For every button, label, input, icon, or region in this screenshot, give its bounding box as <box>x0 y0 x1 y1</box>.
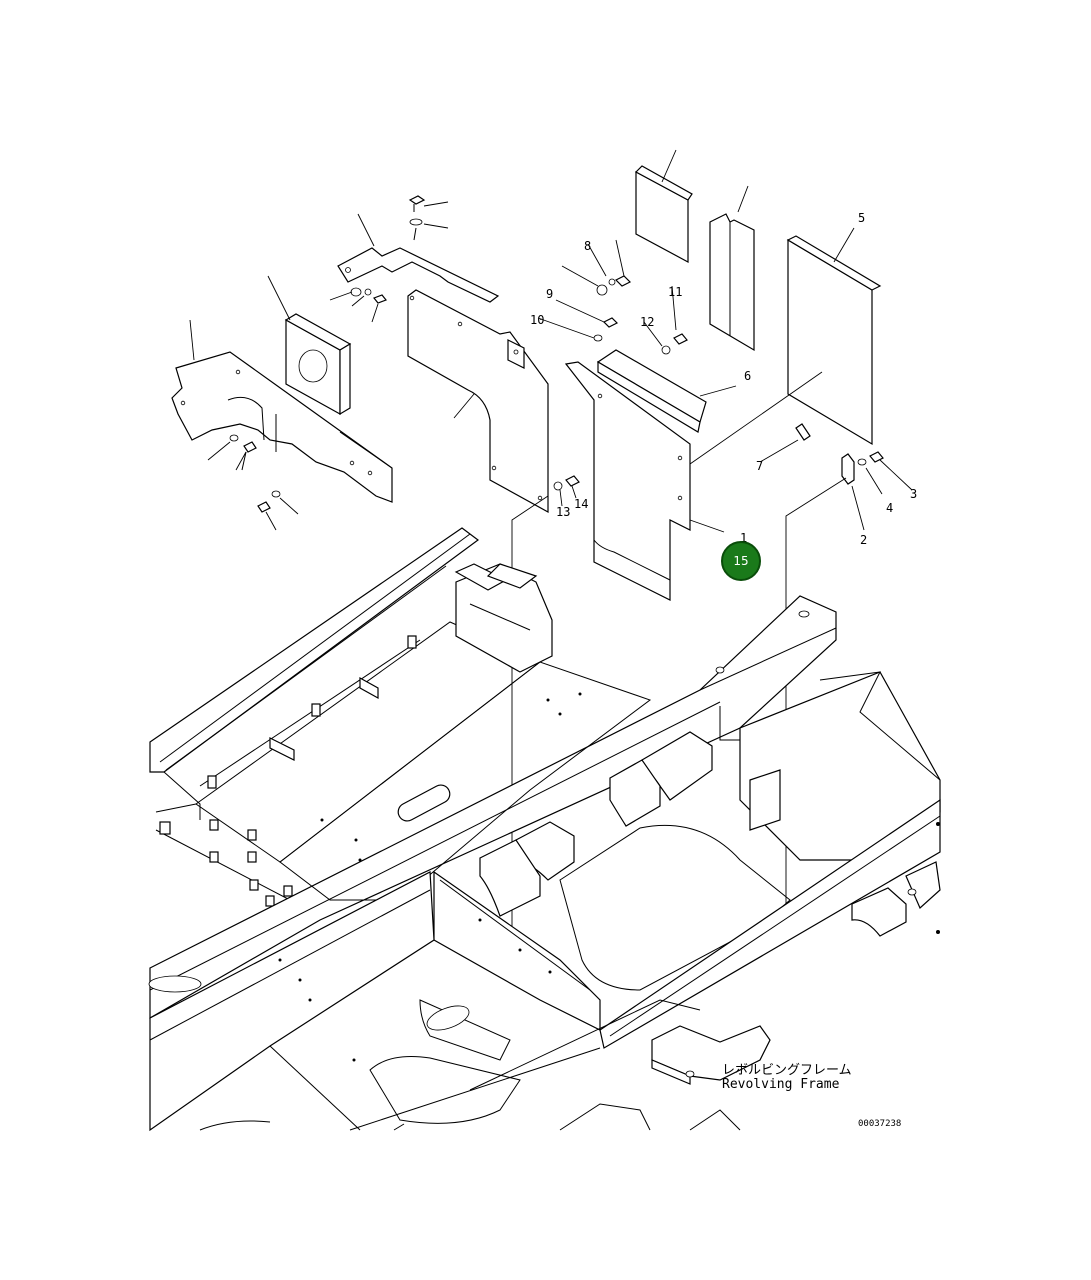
left-side-cover-plate <box>171 319 393 503</box>
part-number: 14 <box>574 497 588 511</box>
part-number: 4 <box>886 501 893 515</box>
top-bent-cover <box>337 213 500 303</box>
revolving-frame <box>148 527 941 1132</box>
rectangular-pad <box>635 149 693 264</box>
part-number: 12 <box>640 315 654 329</box>
right-cover-plate <box>564 361 725 601</box>
notched-block <box>709 185 755 352</box>
center-cover-plate <box>407 289 549 514</box>
center-bolts <box>537 239 632 507</box>
part-number: 1 <box>740 531 747 545</box>
callout-15[interactable]: 15 <box>721 541 761 581</box>
small-clip <box>759 423 811 463</box>
tall-insulation-panel <box>786 227 882 446</box>
part-number: 9 <box>546 287 553 301</box>
part-number: 8 <box>584 239 591 253</box>
frame-label-japanese: レボルビングフレーム <box>722 1063 852 1078</box>
part-number: 10 <box>530 313 544 327</box>
drawing-number: 00037238 <box>858 1119 901 1129</box>
part-number: 2 <box>860 533 867 547</box>
part-number: 7 <box>756 459 763 473</box>
frame-label: レボルビングフレーム Revolving Frame <box>722 1063 852 1092</box>
part-number-labels: 1 2 3 4 5 6 7 8 9 10 11 12 13 14 <box>530 211 917 547</box>
part-number: 6 <box>744 369 751 383</box>
left-plate-bolts <box>207 434 299 531</box>
frame-label-english: Revolving Frame <box>722 1077 840 1092</box>
part-number: 11 <box>668 285 682 299</box>
right-cover-bolts <box>643 285 688 355</box>
top-cover-bolts <box>329 195 449 323</box>
part-number: 3 <box>910 487 917 501</box>
part-number: 5 <box>858 211 865 225</box>
part-number: 13 <box>556 505 570 519</box>
square-seal-plate <box>267 275 352 416</box>
small-bracket <box>507 339 525 369</box>
far-right-clip-bolts <box>841 451 913 531</box>
callout-number: 15 <box>733 554 748 568</box>
wedge-block <box>596 349 737 433</box>
